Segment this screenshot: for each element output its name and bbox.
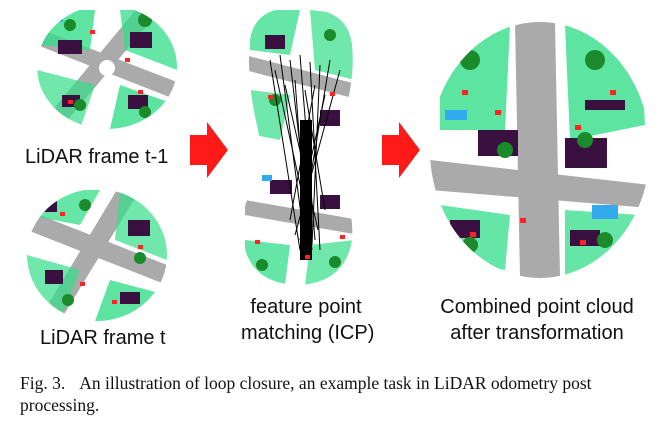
figure-caption: Fig. 3.An illustration of loop closure, …: [20, 372, 650, 416]
label-combined-line1: Combined point cloud: [432, 296, 642, 319]
arrow-right-icon: [382, 122, 420, 178]
caption-text: An illustration of loop closure, an exam…: [20, 373, 592, 415]
lidar-frame-prev: [37, 5, 177, 129]
combined-point-cloud: [430, 22, 650, 278]
arrow-right-icon: [190, 122, 228, 178]
figure: LiDAR frame t-1 LiDAR frame t feature po…: [0, 0, 661, 360]
label-combined-line2: after transformation: [432, 322, 642, 345]
lidar-frame-curr: [27, 188, 167, 321]
caption-label: Fig. 3.: [20, 373, 65, 393]
feature-matching-panel: [230, 0, 370, 300]
label-matching-line2: matching (ICP): [241, 322, 371, 345]
label-lidar-frame-prev: LiDAR frame t-1: [25, 146, 168, 169]
label-lidar-frame-curr: LiDAR frame t: [40, 327, 166, 350]
label-matching-line1: feature point: [246, 296, 366, 319]
